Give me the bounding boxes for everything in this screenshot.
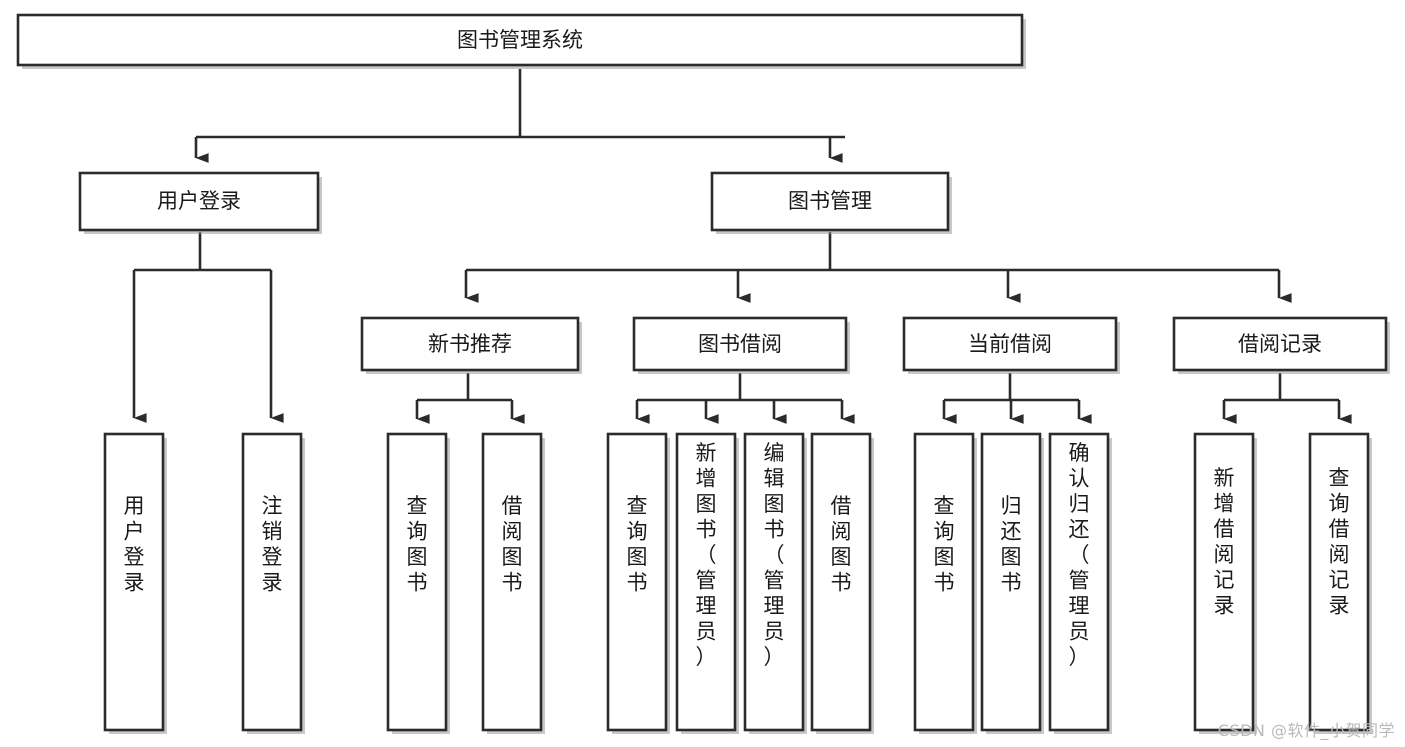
- node-root[interactable]: 图书管理系统: [16, 13, 1026, 69]
- node-root-label: 图书管理系统: [457, 28, 583, 52]
- node-leaf-confirm-return[interactable]: 确认归还（管理员）: [1048, 432, 1112, 734]
- node-leaf-return-book[interactable]: 归还图书: [980, 432, 1044, 734]
- node-leaf-return-book-label: 归还图书: [1001, 494, 1022, 595]
- node-leaf-borrow-book-2[interactable]: 借阅图书: [810, 432, 874, 734]
- node-leaf-query-book-1[interactable]: 查询图书: [386, 432, 450, 734]
- node-leaf-query-record[interactable]: 查询借阅记录: [1308, 432, 1372, 734]
- node-user-login-label: 用户登录: [157, 189, 241, 213]
- node-leaf-borrow-book-2-label: 借阅图书: [831, 494, 852, 595]
- node-leaf-query-book-3-label: 查询图书: [934, 494, 955, 595]
- node-new-book-recommend[interactable]: 新书推荐: [360, 316, 582, 374]
- node-leaf-query-record-label: 查询借阅记录: [1329, 466, 1350, 618]
- node-leaf-query-book-2-label: 查询图书: [627, 494, 648, 595]
- node-leaf-borrow-book-1[interactable]: 借阅图书: [481, 432, 545, 734]
- node-leaf-user-logout[interactable]: 注销登录: [241, 432, 305, 734]
- node-leaf-edit-book-label: 编辑图书（管理员）: [764, 441, 785, 669]
- node-book-manage[interactable]: 图书管理: [710, 171, 952, 234]
- node-leaf-query-book-3[interactable]: 查询图书: [913, 432, 977, 734]
- node-book-borrow-label: 图书借阅: [698, 332, 782, 356]
- node-user-login[interactable]: 用户登录: [78, 171, 322, 234]
- node-new-book-recommend-label: 新书推荐: [428, 332, 512, 356]
- node-leaf-add-book-label: 新增图书（管理员）: [696, 441, 717, 669]
- node-leaf-borrow-book-1-label: 借阅图书: [502, 494, 523, 595]
- node-leaf-query-book-1-label: 查询图书: [407, 494, 428, 595]
- edge-layer: [132, 69, 1352, 424]
- node-leaf-user-login[interactable]: 用户登录: [103, 432, 167, 734]
- node-borrow-record[interactable]: 借阅记录: [1172, 316, 1390, 374]
- node-current-borrow[interactable]: 当前借阅: [902, 316, 1120, 374]
- node-leaf-add-record[interactable]: 新增借阅记录: [1193, 432, 1257, 734]
- node-leaf-user-logout-label: 注销登录: [262, 494, 283, 595]
- node-book-manage-label: 图书管理: [788, 189, 872, 213]
- node-leaf-add-record-label: 新增借阅记录: [1214, 466, 1235, 618]
- node-borrow-record-label: 借阅记录: [1238, 332, 1322, 356]
- node-book-borrow[interactable]: 图书借阅: [632, 316, 850, 374]
- node-leaf-add-book[interactable]: 新增图书（管理员）: [675, 432, 739, 734]
- node-current-borrow-label: 当前借阅: [968, 332, 1052, 356]
- node-leaf-edit-book[interactable]: 编辑图书（管理员）: [743, 432, 807, 734]
- node-leaf-query-book-2[interactable]: 查询图书: [606, 432, 670, 734]
- node-leaf-confirm-return-label: 确认归还（管理员）: [1069, 441, 1090, 669]
- node-leaf-user-login-label: 用户登录: [124, 494, 145, 595]
